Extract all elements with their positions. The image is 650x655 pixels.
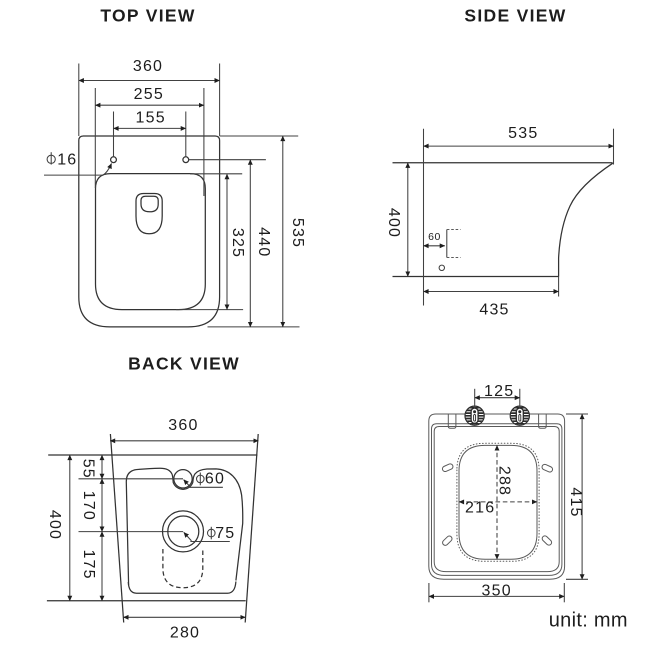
svg-text:325: 325	[229, 228, 246, 258]
svg-text:255: 255	[134, 86, 164, 103]
svg-text:415: 415	[567, 487, 584, 517]
svg-text:535: 535	[508, 125, 538, 142]
svg-text:535: 535	[289, 218, 306, 248]
svg-text:288: 288	[496, 466, 513, 496]
svg-text:280: 280	[170, 624, 200, 641]
svg-text:16: 16	[57, 151, 77, 168]
svg-text:400: 400	[385, 208, 402, 238]
svg-text:175: 175	[80, 549, 97, 579]
svg-text:TOP VIEW: TOP VIEW	[100, 6, 195, 26]
svg-text:60: 60	[428, 231, 441, 243]
svg-text:unit: mm: unit: mm	[549, 610, 628, 632]
svg-text:125: 125	[484, 383, 514, 400]
svg-text:55: 55	[80, 459, 97, 479]
svg-text:360: 360	[168, 417, 198, 434]
svg-text:60: 60	[205, 470, 225, 487]
svg-text:435: 435	[479, 301, 509, 318]
svg-text:350: 350	[482, 583, 512, 600]
svg-text:BACK VIEW: BACK VIEW	[128, 354, 240, 374]
svg-text:216: 216	[465, 499, 495, 516]
svg-text:155: 155	[136, 110, 166, 127]
svg-text:75: 75	[215, 525, 235, 542]
svg-text:400: 400	[46, 510, 63, 540]
svg-text:SIDE VIEW: SIDE VIEW	[464, 6, 566, 26]
svg-text:440: 440	[255, 227, 272, 257]
svg-text:170: 170	[80, 491, 97, 521]
svg-text:360: 360	[133, 58, 163, 75]
